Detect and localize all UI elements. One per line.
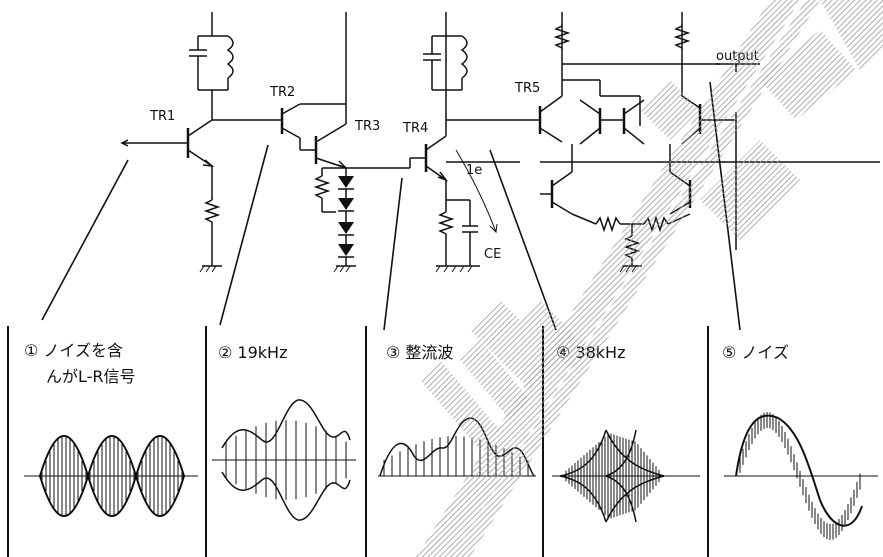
label-tr3: TR3 — [354, 119, 380, 134]
panel-3-title: ③ 整流波 — [386, 343, 453, 362]
panel-1-waveform — [24, 435, 198, 517]
panel-5-waveform — [724, 412, 878, 540]
label-ie: 1e — [466, 163, 482, 178]
panel-2-waveform — [212, 399, 356, 521]
panel-5-title: ⑤ ノイズ — [722, 343, 789, 362]
panel-1-title-2: んがL-R信号 — [46, 367, 136, 386]
panel-titles: ① ノイズを含 んがL-R信号 ② 19kHz ③ 整流波 ④ 38kHz ⑤ … — [24, 341, 789, 386]
tr2-tr3-stage — [280, 12, 426, 273]
panel-4-waveform — [552, 429, 700, 523]
panel-2-title: ② 19kHz — [218, 343, 287, 362]
label-tr4: TR4 — [402, 121, 428, 136]
tr1-stage — [120, 12, 282, 273]
label-tr2: TR2 — [269, 85, 295, 100]
label-tr1: TR1 — [149, 109, 175, 124]
panel-1-title: ① ノイズを含 — [24, 341, 123, 360]
label-tr5: TR5 — [514, 81, 540, 96]
watermark — [416, 0, 883, 557]
label-ce: CE — [484, 247, 501, 262]
tr4-stage — [423, 12, 520, 273]
